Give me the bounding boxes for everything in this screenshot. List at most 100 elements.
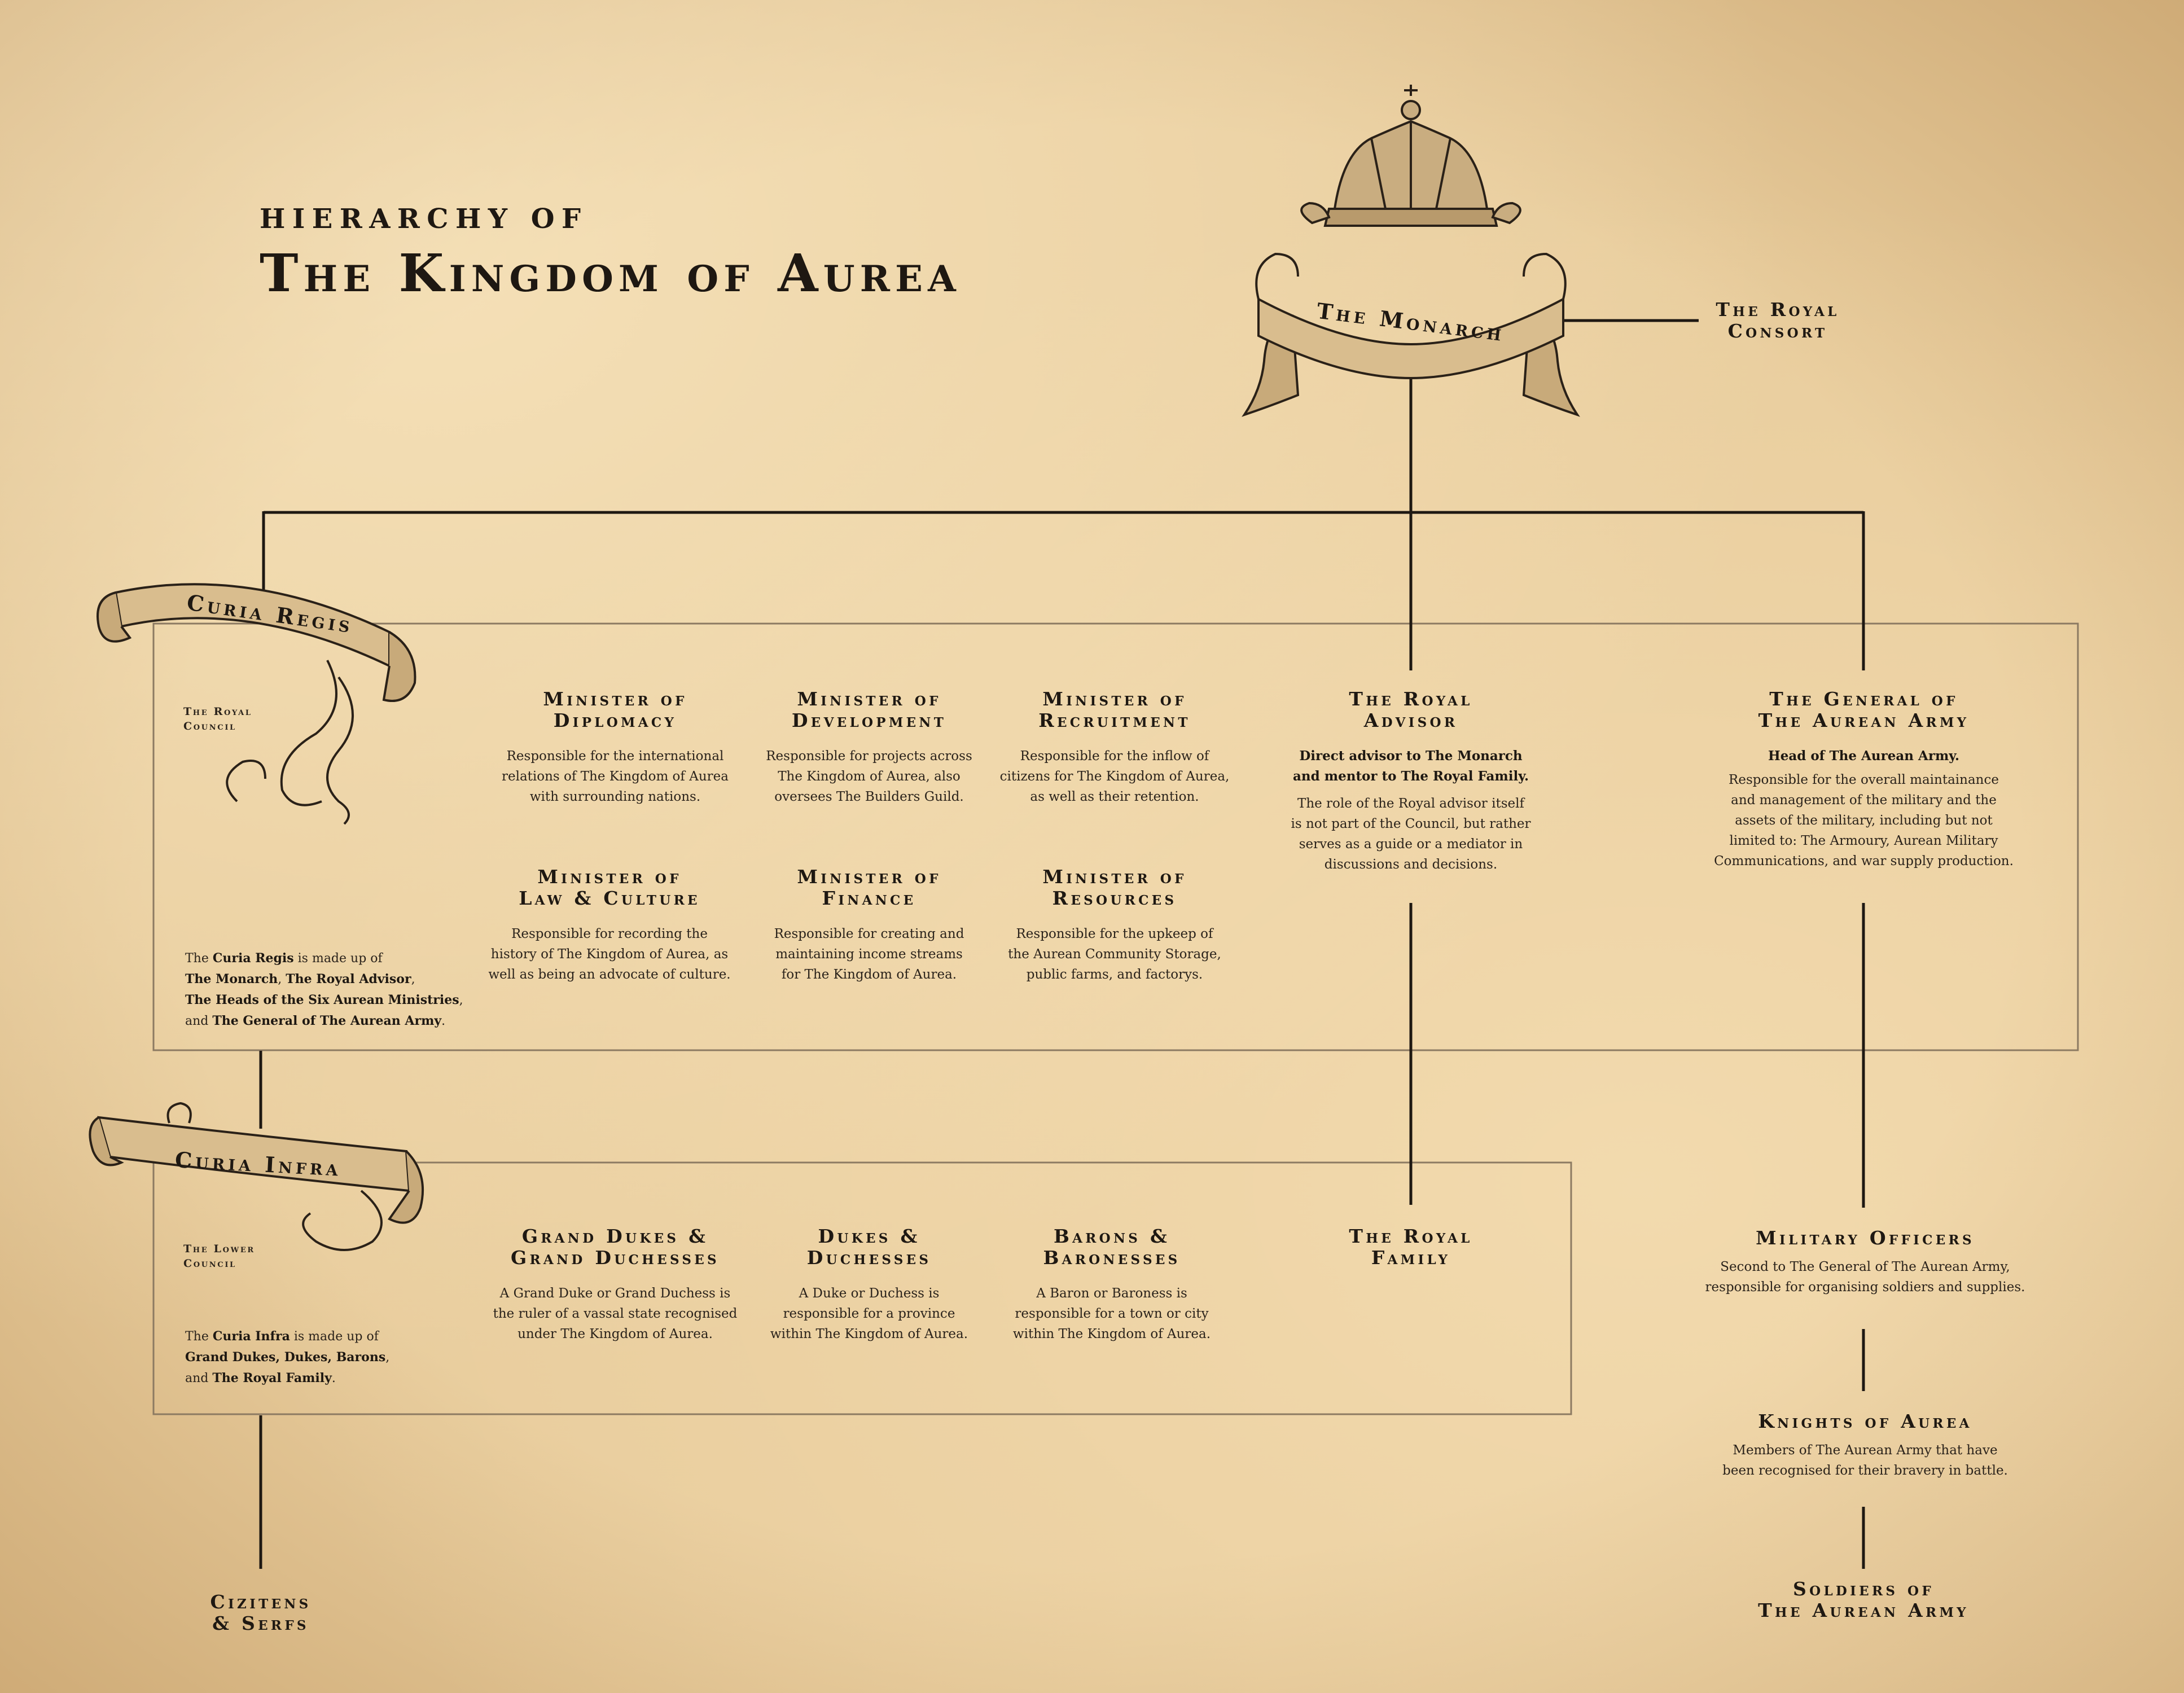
minister-desc: The Kingdom of Aurea, also xyxy=(778,769,961,784)
note-text: , xyxy=(278,972,286,986)
minister-heading: Minister of xyxy=(1042,866,1187,888)
note-bold: The General of The Aurean Army xyxy=(212,1014,442,1028)
minister-heading: Minister of xyxy=(797,688,941,710)
minister-diplomacy: Minister of Diplomacy Responsible for th… xyxy=(497,688,734,807)
general-aurean-army: The General of The Aurean Army Head of T… xyxy=(1693,688,2034,871)
general-desc: limited to: The Armoury, Aurean Military xyxy=(1729,834,1998,848)
officers-desc: responsible for organising soldiers and … xyxy=(1705,1280,2025,1295)
minister-desc: Responsible for creating and xyxy=(774,927,964,941)
advisor-desc: discussions and decisions. xyxy=(1324,857,1498,872)
note-text: . xyxy=(331,1371,336,1385)
noble-desc: A Grand Duke or Grand Duchess is xyxy=(499,1286,731,1301)
soldiers-heading: The Aurean Army xyxy=(1758,1599,1969,1621)
royal-family-heading: The Royal xyxy=(1349,1225,1473,1247)
curia-infra-frame xyxy=(152,1161,1572,1415)
noble-desc: A Baron or Baroness is xyxy=(1036,1286,1187,1301)
royal-consort: The Royal Consort xyxy=(1687,299,1868,342)
noble-desc: responsible for a town or city xyxy=(1015,1306,1209,1321)
minister-heading: Law & Culture xyxy=(519,887,700,909)
note-bold: The Monarch xyxy=(185,972,278,986)
curia-regis-frame xyxy=(152,622,2079,1051)
minister-desc: oversees The Builders Guild. xyxy=(774,790,964,804)
royal-consort-line2: Consort xyxy=(1727,320,1828,342)
general-desc: assets of the military, including but no… xyxy=(1735,813,1993,828)
note-text: and xyxy=(185,1371,213,1385)
minister-recruitment: Minister of Recruitment Responsible for … xyxy=(993,688,1236,807)
minister-desc: history of The Kingdom of Aurea, as xyxy=(490,947,729,962)
advisor-heading: The Royal xyxy=(1349,688,1473,710)
minister-heading: Minister of xyxy=(1042,688,1187,710)
general-heading: The Aurean Army xyxy=(1758,709,1970,731)
officers-heading: Military Officers xyxy=(1756,1227,1975,1249)
minister-finance: Minister of Finance Responsible for crea… xyxy=(751,866,988,985)
minister-desc: Responsible for the international xyxy=(506,749,724,764)
advisor-desc: is not part of the Council, but rather xyxy=(1291,817,1531,831)
noble-heading: Duchesses xyxy=(806,1247,932,1269)
note-text: and xyxy=(185,1014,213,1028)
minister-desc: relations of The Kingdom of Aurea xyxy=(502,769,729,784)
military-officers: Military Officers Second to The General … xyxy=(1682,1227,2049,1297)
note-bold: The Royal Advisor xyxy=(286,972,411,986)
note-text: , xyxy=(411,972,415,986)
note-bold: Curia Infra xyxy=(212,1329,290,1344)
curia-regis-banner-icon xyxy=(97,583,416,825)
page-title: The Kingdom of Aurea xyxy=(260,243,961,304)
noble-heading: Grand Duchesses xyxy=(511,1247,720,1269)
advisor-summary: and mentor to The Royal Family. xyxy=(1293,769,1529,784)
citizens-serfs: Cizitens & Serfs xyxy=(159,1591,362,1634)
noble-desc: within The Kingdom of Aurea. xyxy=(1012,1327,1211,1341)
minister-desc: Responsible for the upkeep of xyxy=(1016,927,1213,941)
note-text: , xyxy=(459,993,463,1007)
royal-consort-line1: The Royal xyxy=(1716,299,1840,321)
citizens-heading: & Serfs xyxy=(212,1612,309,1634)
knights-of-aurea: Knights of Aurea Members of The Aurean A… xyxy=(1693,1411,2037,1481)
general-desc: Communications, and war supply productio… xyxy=(1714,854,2014,869)
advisor-heading: Advisor xyxy=(1363,709,1458,731)
general-heading: The General of xyxy=(1769,688,1958,710)
curia-infra-sub1: The Lower xyxy=(183,1243,255,1255)
minister-heading: Finance xyxy=(822,887,916,909)
noble-heading: Barons & xyxy=(1053,1225,1170,1247)
minister-heading: Development xyxy=(791,709,947,731)
citizens-heading: Cizitens xyxy=(210,1591,312,1613)
noble-heading: Grand Dukes & xyxy=(521,1225,709,1247)
noble-heading: Dukes & xyxy=(818,1225,920,1247)
minister-heading: Minister of xyxy=(543,688,687,710)
note-bold: The Heads of the Six Aurean Ministries xyxy=(185,993,459,1007)
royal-family: The Royal Family xyxy=(1298,1226,1524,1269)
grand-dukes: Grand Dukes & Grand Duchesses A Grand Du… xyxy=(480,1226,751,1344)
note-bold: Curia Regis xyxy=(212,951,294,966)
dukes: Dukes & Duchesses A Duke or Duchess is r… xyxy=(756,1226,982,1344)
curia-infra-banner-icon xyxy=(89,1102,424,1251)
page-subtitle: Hierarchy of xyxy=(260,203,588,235)
monarch-banner-icon xyxy=(1242,252,1580,417)
royal-advisor: The Royal Advisor Direct advisor to The … xyxy=(1275,688,1546,875)
minister-desc: Responsible for projects across xyxy=(766,749,972,764)
note-text: The xyxy=(185,1330,213,1344)
crown-icon xyxy=(1300,85,1521,227)
note-bold: Grand Dukes, Dukes, Barons xyxy=(185,1350,386,1365)
minister-desc: public farms, and factorys. xyxy=(1026,967,1203,982)
minister-desc: with surrounding nations. xyxy=(529,790,701,804)
soldiers-heading: Soldiers of xyxy=(1793,1578,1934,1600)
minister-heading: Minister of xyxy=(797,866,941,888)
noble-heading: Baronesses xyxy=(1043,1247,1181,1269)
knights-desc: been recognised for their bravery in bat… xyxy=(1722,1463,2008,1478)
curia-infra-subtitle: The Lower Council xyxy=(183,1242,255,1271)
minister-desc: Responsible for recording the xyxy=(511,927,708,941)
minister-heading: Diplomacy xyxy=(553,709,677,731)
minister-desc: for The Kingdom of Aurea. xyxy=(781,967,957,982)
royal-family-heading: Family xyxy=(1371,1247,1451,1269)
general-summary: Head of The Aurean Army. xyxy=(1768,748,1960,764)
noble-desc: within The Kingdom of Aurea. xyxy=(770,1327,968,1341)
noble-desc: responsible for a province xyxy=(783,1306,955,1321)
officers-desc: Second to The General of The Aurean Army… xyxy=(1720,1260,2010,1274)
minister-desc: as well as their retention. xyxy=(1030,790,1199,804)
curia-regis-subtitle: The Royal Council xyxy=(183,704,252,734)
noble-desc: under The Kingdom of Aurea. xyxy=(518,1327,713,1341)
minister-heading: Recruitment xyxy=(1038,709,1191,731)
minister-heading: Minister of xyxy=(537,866,682,888)
note-text: The xyxy=(185,951,213,966)
note-text: , xyxy=(385,1350,390,1365)
